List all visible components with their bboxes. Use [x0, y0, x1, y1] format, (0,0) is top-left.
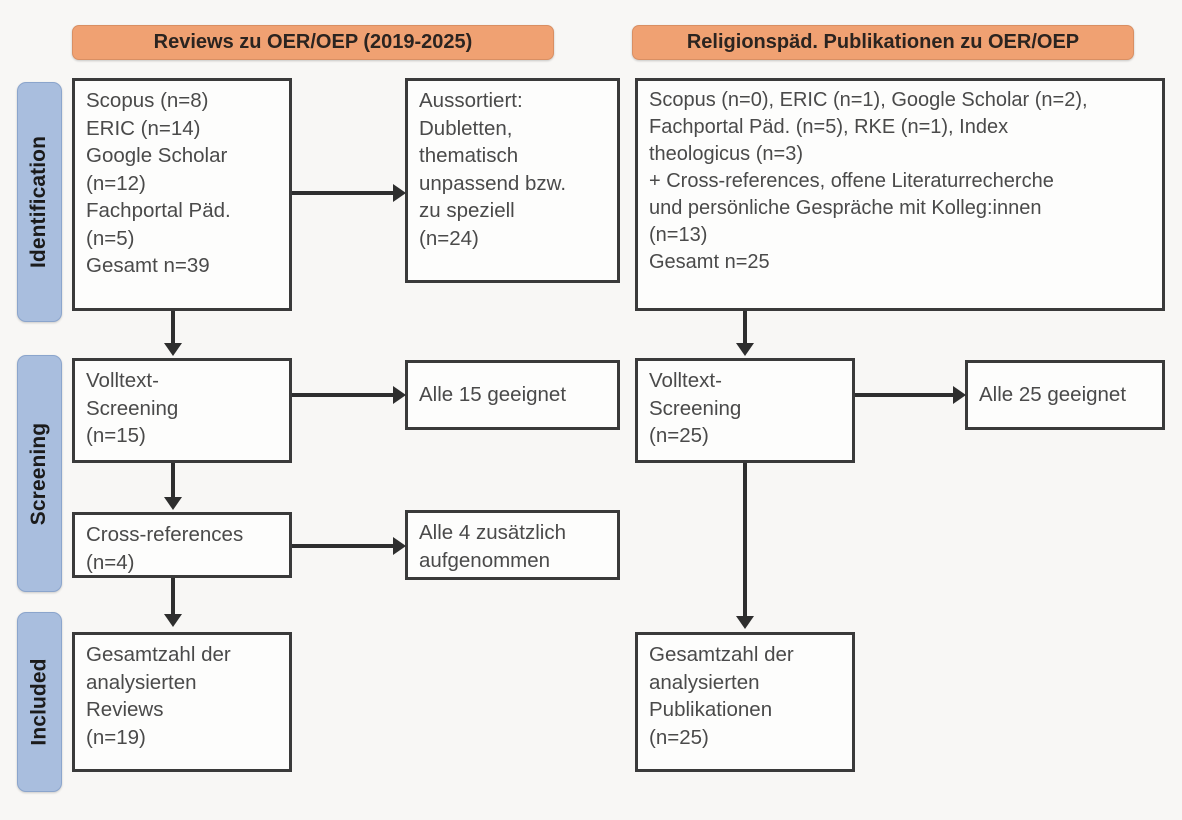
- connector-right-identification-to-screening: [743, 311, 747, 345]
- phase-pill-screening: Screening: [17, 355, 62, 592]
- box-left-crossreferences-result-text: Alle 4 zusätzlich aufgenommen: [419, 521, 566, 572]
- box-right-screening-result: Alle 25 geeignet: [965, 360, 1165, 430]
- column-header-reviews-label: Reviews zu OER/OEP (2019-2025): [153, 31, 473, 53]
- arrowhead-right-screening-to-included: [736, 616, 754, 629]
- connector-left-screening-to-crossrefs: [171, 463, 175, 499]
- box-right-identification-sources-text: Scopus (n=0), ERIC (n=1), Google Scholar…: [649, 89, 1088, 273]
- column-header-publikationen: Religionspäd. Publikationen zu OER/OEP: [632, 25, 1134, 60]
- box-left-identification-sources-text: Scopus (n=8) ERIC (n=14) Google Scholar …: [86, 89, 231, 277]
- arrowhead-left-screening-to-crossrefs: [164, 497, 182, 510]
- arrowhead-left-crossrefs-to-result: [393, 537, 406, 555]
- connector-left-crossrefs-to-result: [292, 544, 396, 548]
- connector-left-crossrefs-to-included: [171, 578, 175, 616]
- box-left-screening-result-text: Alle 15 geeignet: [419, 383, 567, 407]
- box-left-excluded-text: Aussortiert: Dubletten, thematisch unpas…: [419, 89, 567, 250]
- box-left-excluded: Aussortiert: Dubletten, thematisch unpas…: [405, 78, 620, 283]
- phase-label-screening: Screening: [27, 422, 51, 525]
- phase-label-included: Included: [27, 658, 51, 746]
- box-left-crossreferences-result: Alle 4 zusätzlich aufgenommen: [405, 510, 620, 580]
- column-header-publikationen-label: Religionspäd. Publikationen zu OER/OEP: [686, 31, 1080, 53]
- arrowhead-right-identification-to-screening: [736, 343, 754, 356]
- column-header-reviews: Reviews zu OER/OEP (2019-2025): [72, 25, 554, 60]
- phase-label-identification: Identification: [27, 135, 51, 269]
- arrowhead-left-identification-to-screening: [164, 343, 182, 356]
- arrowhead-right-screening-to-result: [953, 386, 966, 404]
- box-left-included: Gesamtzahl der analysierten Reviews (n=1…: [72, 632, 292, 772]
- box-left-screening-result: Alle 15 geeignet: [405, 360, 620, 430]
- box-right-included-text: Gesamtzahl der analysierten Publikatione…: [649, 643, 794, 749]
- phase-pill-identification: Identification: [17, 82, 62, 322]
- box-right-screening-text: Volltext- Screening (n=25): [649, 369, 742, 447]
- box-left-identification-sources: Scopus (n=8) ERIC (n=14) Google Scholar …: [72, 78, 292, 311]
- box-left-crossreferences-text: Cross-references (n=4): [86, 523, 244, 574]
- box-right-screening: Volltext- Screening (n=25): [635, 358, 855, 463]
- arrowhead-left-identification-to-excluded: [393, 184, 406, 202]
- box-left-screening: Volltext- Screening (n=15): [72, 358, 292, 463]
- box-right-included: Gesamtzahl der analysierten Publikatione…: [635, 632, 855, 772]
- arrowhead-left-crossrefs-to-included: [164, 614, 182, 627]
- connector-left-screening-to-result: [292, 393, 396, 397]
- connector-left-identification-to-screening: [171, 311, 175, 345]
- box-left-included-text: Gesamtzahl der analysierten Reviews (n=1…: [86, 643, 231, 749]
- connector-right-screening-to-included: [743, 463, 747, 618]
- box-right-screening-result-text: Alle 25 geeignet: [979, 383, 1127, 407]
- phase-pill-included: Included: [17, 612, 62, 792]
- connector-right-screening-to-result: [855, 393, 956, 397]
- box-left-screening-text: Volltext- Screening (n=15): [86, 369, 179, 447]
- box-right-identification-sources: Scopus (n=0), ERIC (n=1), Google Scholar…: [635, 78, 1165, 311]
- connector-left-identification-to-excluded: [292, 191, 396, 195]
- arrowhead-left-screening-to-result: [393, 386, 406, 404]
- box-left-crossreferences: Cross-references (n=4): [72, 512, 292, 578]
